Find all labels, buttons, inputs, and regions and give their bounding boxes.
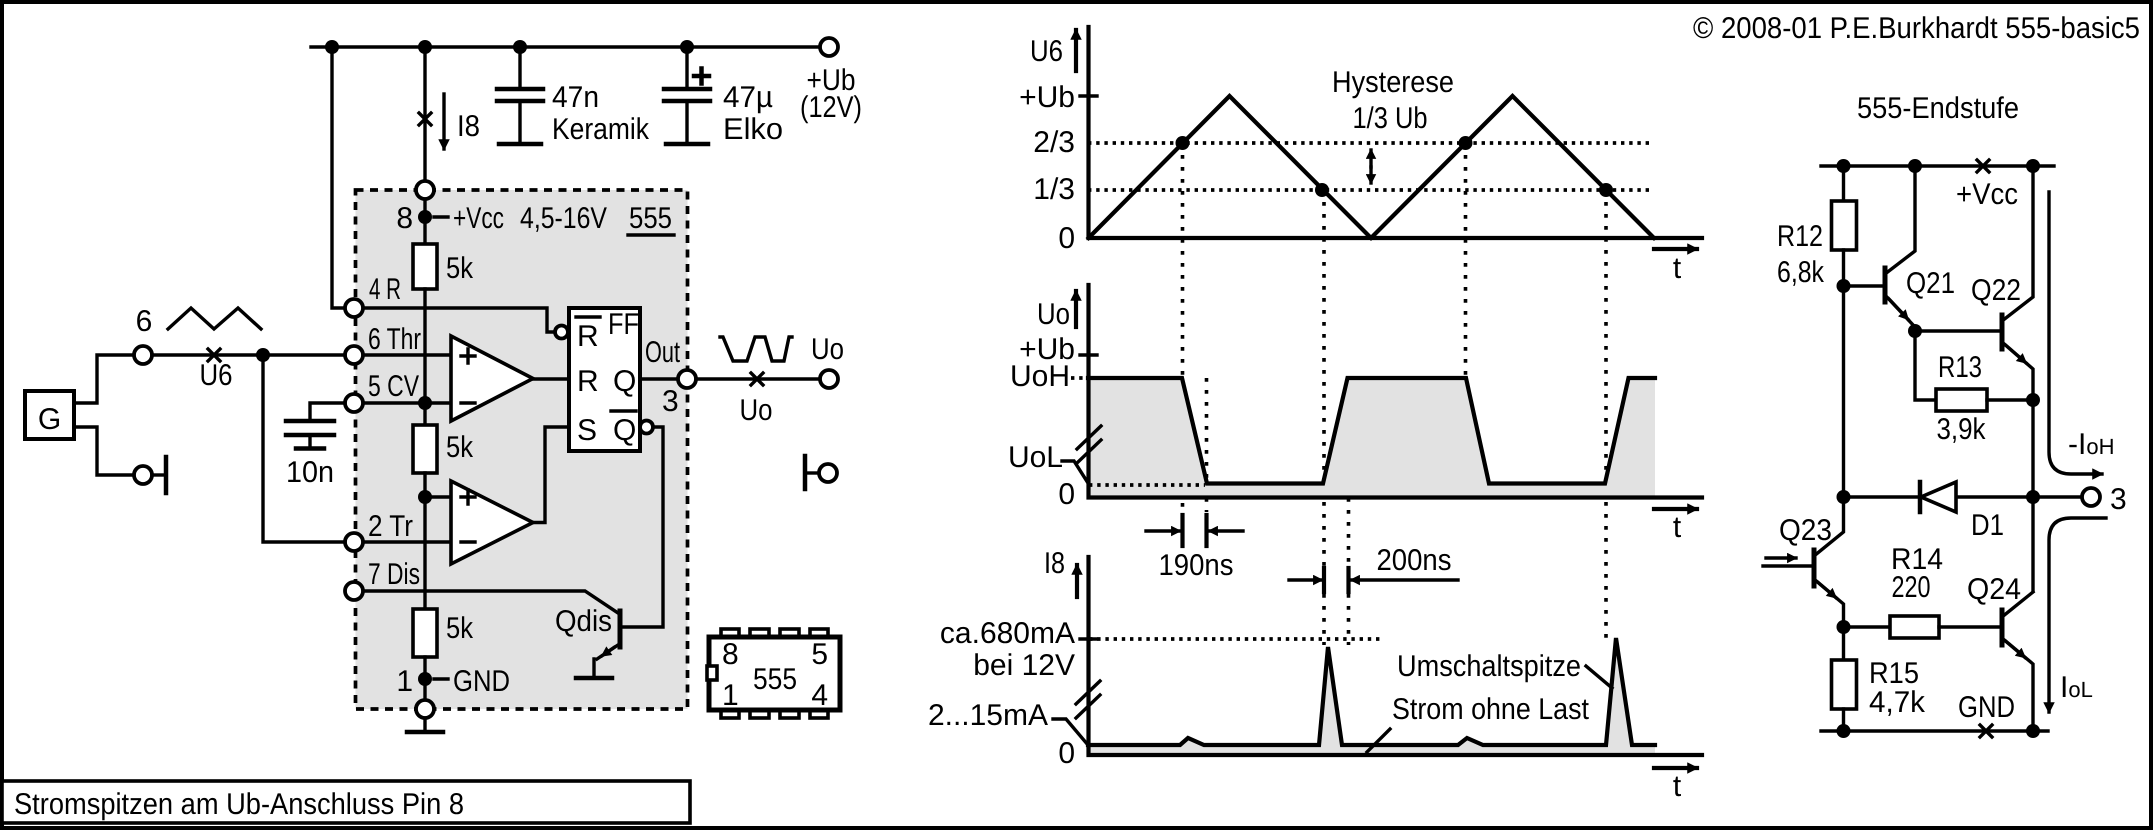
svg-text:R: R (577, 365, 599, 398)
svg-text:4,7k: 4,7k (1869, 686, 1926, 719)
svg-text:555: 555 (753, 663, 797, 696)
svg-text:10n: 10n (286, 456, 334, 489)
svg-text:+Vcc: +Vcc (453, 202, 504, 235)
svg-text:© 2008-01 P.E.Burkhardt 555-ba: © 2008-01 P.E.Burkhardt 555-basic5 (1693, 12, 2140, 45)
svg-text:G: G (38, 403, 61, 436)
svg-text:GND: GND (453, 665, 510, 698)
svg-text:Strom ohne Last: Strom ohne Last (1392, 693, 1590, 726)
svg-text:5k: 5k (446, 252, 474, 285)
svg-text:3,9k: 3,9k (1937, 413, 1987, 446)
svg-text:220: 220 (1892, 571, 1931, 604)
svg-text:bei 12V: bei 12V (973, 649, 1075, 682)
svg-text:4,5-16V: 4,5-16V (520, 202, 607, 235)
svg-text:S: S (577, 414, 597, 447)
svg-text:U6: U6 (200, 359, 233, 392)
svg-text:+Ub: +Ub (1019, 81, 1075, 114)
svg-text:4: 4 (811, 679, 828, 712)
svg-text:47n: 47n (552, 81, 599, 114)
svg-text:2 Tr: 2 Tr (368, 510, 413, 543)
svg-text:0: 0 (1058, 737, 1075, 770)
svg-text:R12: R12 (1777, 220, 1823, 253)
svg-text:Uo: Uo (1037, 298, 1070, 331)
svg-text:IoL: IoL (2060, 671, 2093, 704)
svg-text:Q22: Q22 (1971, 274, 2021, 307)
svg-text:2...15mA: 2...15mA (928, 699, 1048, 732)
svg-text:D1: D1 (1971, 509, 2004, 542)
svg-text:t: t (1673, 252, 1682, 285)
svg-text:190ns: 190ns (1159, 549, 1234, 582)
svg-text:8: 8 (722, 638, 739, 671)
svg-text:R15: R15 (1869, 657, 1919, 690)
svg-text:1/3 Ub: 1/3 Ub (1353, 102, 1428, 135)
svg-text:1/3: 1/3 (1033, 173, 1075, 206)
svg-text:3: 3 (662, 385, 679, 418)
svg-text:Q21: Q21 (1906, 267, 1955, 300)
svg-text:555-Endstufe: 555-Endstufe (1857, 92, 2019, 125)
svg-text:6 Thr: 6 Thr (368, 323, 421, 356)
svg-text:Hysterese: Hysterese (1332, 66, 1454, 99)
svg-text:200ns: 200ns (1377, 544, 1452, 577)
svg-text:Umschaltspitze: Umschaltspitze (1397, 650, 1581, 683)
svg-text:Keramik: Keramik (552, 113, 650, 146)
svg-text:U6: U6 (1030, 35, 1063, 68)
svg-text:555: 555 (629, 202, 672, 235)
svg-text:2/3: 2/3 (1033, 126, 1075, 159)
svg-text:+Vcc: +Vcc (1956, 178, 2018, 211)
svg-text:GND: GND (1958, 691, 2015, 724)
svg-text:R: R (577, 320, 599, 353)
svg-text:Out: Out (645, 336, 680, 369)
svg-text:0: 0 (1058, 478, 1075, 511)
svg-text:6,8k: 6,8k (1777, 256, 1825, 289)
svg-text:Elko: Elko (723, 113, 783, 146)
svg-text:+Ub: +Ub (1019, 333, 1075, 366)
svg-text:-IoH: -IoH (2068, 428, 2114, 461)
svg-text:5k: 5k (446, 431, 474, 464)
svg-text:Qdis: Qdis (555, 605, 612, 638)
svg-text:I8: I8 (457, 110, 480, 143)
svg-text:t: t (1673, 511, 1682, 544)
svg-text:5k: 5k (446, 612, 474, 645)
svg-text:UoL: UoL (1008, 441, 1063, 474)
svg-text:8: 8 (396, 202, 413, 235)
svg-text:+Ub: +Ub (807, 64, 856, 97)
svg-text:Q: Q (613, 414, 636, 447)
svg-text:6: 6 (136, 305, 153, 338)
svg-text:5: 5 (811, 638, 828, 671)
svg-text:47µ: 47µ (723, 81, 773, 114)
svg-text:Q: Q (613, 365, 636, 398)
svg-text:ca.680mA: ca.680mA (940, 617, 1075, 650)
svg-text:Q24: Q24 (1967, 573, 2021, 606)
svg-text:Stromspitzen am Ub-Anschluss P: Stromspitzen am Ub-Anschluss Pin 8 (14, 788, 464, 821)
svg-text:FF: FF (608, 308, 639, 341)
svg-text:(12V): (12V) (800, 91, 862, 124)
svg-text:1: 1 (722, 679, 739, 712)
svg-text:4 R: 4 R (369, 273, 401, 306)
svg-text:3: 3 (2110, 483, 2127, 516)
svg-text:Q23: Q23 (1779, 514, 1832, 547)
svg-text:R14: R14 (1891, 543, 1943, 576)
svg-text:1: 1 (396, 665, 413, 698)
svg-text:t: t (1673, 770, 1682, 803)
svg-text:Uo: Uo (740, 394, 773, 427)
svg-text:UoH: UoH (1010, 360, 1070, 393)
svg-text:I8: I8 (1044, 547, 1065, 580)
svg-text:7 Dis: 7 Dis (368, 558, 420, 591)
svg-text:R13: R13 (1938, 351, 1982, 384)
svg-text:0: 0 (1058, 222, 1075, 255)
svg-text:Uo: Uo (811, 333, 844, 366)
svg-text:5 CV: 5 CV (368, 370, 419, 403)
